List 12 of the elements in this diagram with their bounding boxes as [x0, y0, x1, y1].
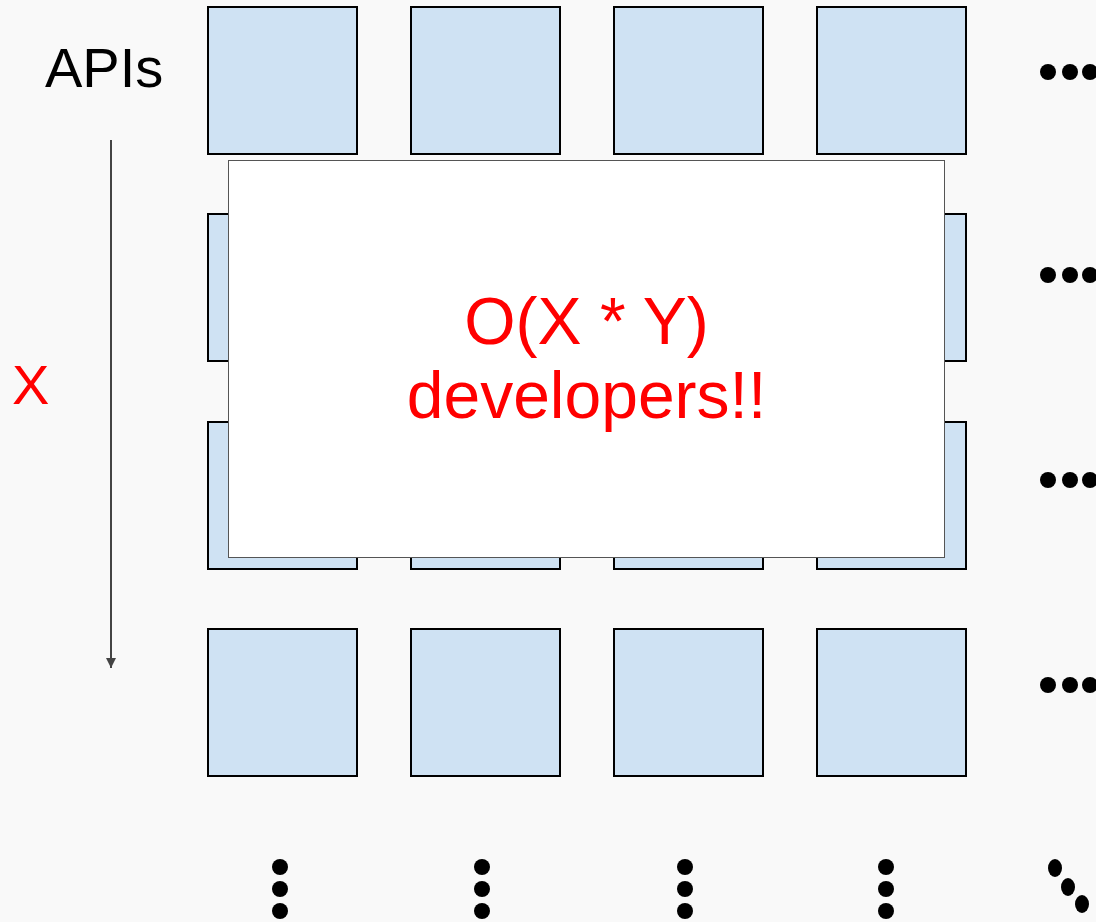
overlay-text: O(X * Y) developers!! [405, 285, 768, 433]
grid-square [207, 628, 358, 777]
grid-square [410, 628, 561, 777]
grid-square [816, 6, 967, 155]
grid-square [410, 6, 561, 155]
grid-square [613, 628, 764, 777]
axis-label: X [12, 357, 50, 413]
grid-square [207, 6, 358, 155]
overlay-panel [228, 160, 945, 558]
grid-square [816, 628, 967, 777]
grid-square [613, 6, 764, 155]
axis-label: APIs [45, 40, 164, 96]
